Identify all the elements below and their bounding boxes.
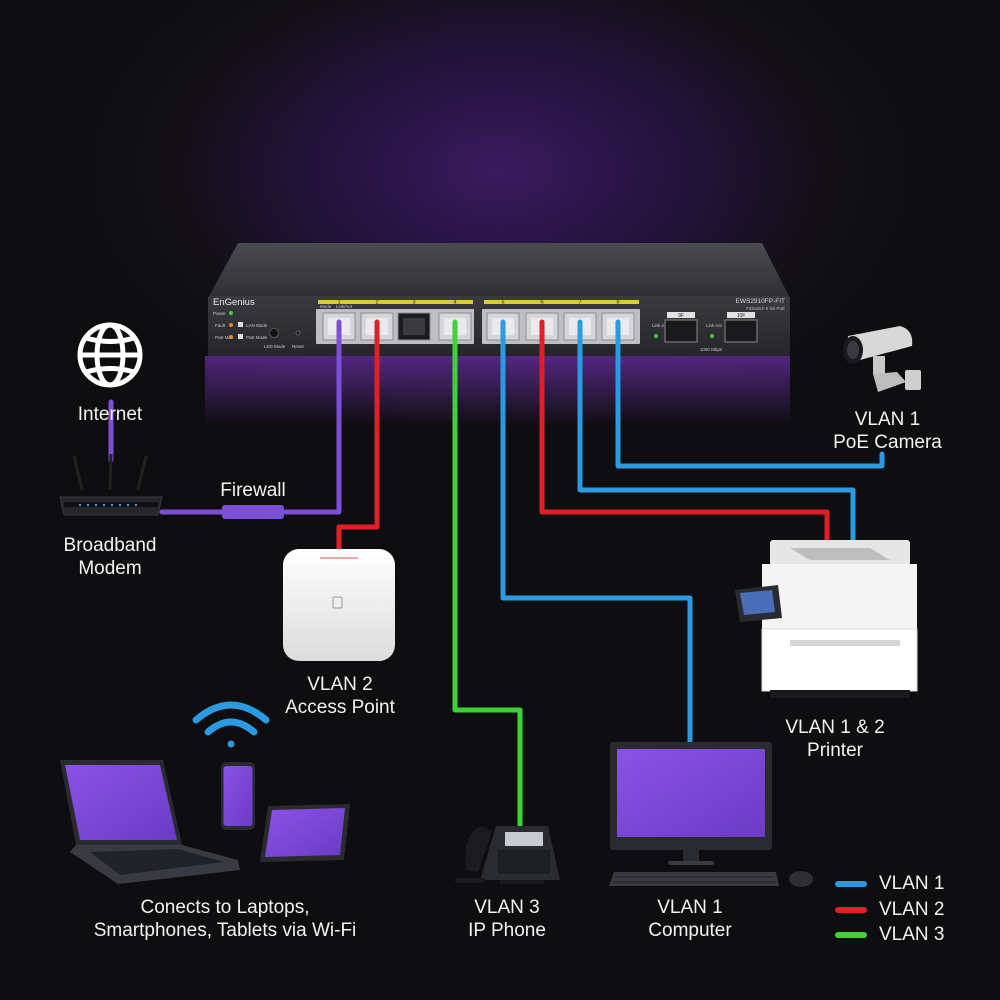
network-switch: EnGenius EWS2910FP-FIT FitSwitch 8 full … <box>208 243 790 356</box>
printer-label-line1: VLAN 1 & 2 <box>785 717 885 738</box>
poe-max-led <box>229 335 233 339</box>
cable-port4-ip-phone <box>452 319 523 829</box>
legend-swatch-vlan1 <box>835 881 867 887</box>
sfp9-label: 9F <box>678 313 684 319</box>
cable-port7-printer <box>577 319 856 543</box>
switch-model: EWS2910FP-FIT <box>736 298 786 305</box>
camera-icon <box>843 326 921 392</box>
modem-label-line2: Modem <box>78 558 142 579</box>
tablet-icon <box>260 804 350 862</box>
cable-firewall-port1 <box>281 319 342 515</box>
wifi-icon <box>192 701 270 748</box>
sfp10-led <box>710 334 714 338</box>
reset-button[interactable] <box>295 330 301 336</box>
laptop-icon <box>60 760 240 884</box>
internet-label: Internet <box>77 404 143 425</box>
lan-mode-label: LAN Mode <box>246 323 268 328</box>
sfp-speed-label: 1000 Mbps <box>700 347 723 352</box>
modem-label: Broadband Modem <box>30 534 190 580</box>
modem-label-line1: Broadband <box>63 535 157 556</box>
cables <box>108 319 885 829</box>
legend-label-vlan3: VLAN 3 <box>879 924 945 945</box>
ethernet-port-socket-3 <box>403 318 425 335</box>
sfp10-label-bg <box>727 312 755 318</box>
legend-swatch-vlan2 <box>835 907 867 913</box>
legend-item-vlan2: VLAN 2 <box>835 898 985 922</box>
smartphone-icon <box>221 762 255 830</box>
ip-phone-label: VLAN 3 IP Phone <box>447 896 567 942</box>
port-number-1: 1 <box>337 300 340 306</box>
port-number-8: 8 <box>616 300 619 306</box>
printer-label-line2: Printer <box>807 740 863 761</box>
computer-label-line1: VLAN 1 <box>657 897 723 918</box>
phone-icon <box>455 826 560 884</box>
camera-label-line1: VLAN 1 <box>854 409 921 430</box>
sfp-link-act-left: Link Act <box>652 323 669 328</box>
legend-label-vlan2: VLAN 2 <box>879 899 945 920</box>
sfp9-label-bg <box>667 312 695 318</box>
printer-label: VLAN 1 & 2 Printer <box>765 716 905 762</box>
power-led <box>229 311 233 315</box>
globe-icon <box>77 322 143 388</box>
port-number-4: 4 <box>453 300 456 306</box>
ip-phone-label-line2: IP Phone <box>468 920 546 941</box>
legend-label-vlan1: VLAN 1 <box>879 873 945 894</box>
port-number-5: 5 <box>501 300 504 306</box>
access-point-label-line2: Access Point <box>285 697 395 718</box>
port-strip-left <box>318 300 473 304</box>
wifi-clients-label-line2: Smartphones, Tablets via Wi-Fi <box>93 920 357 941</box>
printer-icon <box>735 540 918 698</box>
sfp-port-10[interactable] <box>724 319 758 343</box>
ip-phone-label-line1: VLAN 3 <box>474 897 540 918</box>
wifi-clients-label-line1: Conects to Laptops, <box>140 897 310 918</box>
switch-reflection <box>205 356 790 426</box>
reset-label: Reset <box>292 344 305 349</box>
monitor-icon <box>609 742 813 887</box>
access-point-label: VLAN 2 Access Point <box>255 673 425 719</box>
port-bank-right <box>482 309 640 344</box>
computer-label-line2: Computer <box>648 920 732 941</box>
sfp9-led <box>654 334 658 338</box>
switch-brand: EnGenius <box>213 297 255 308</box>
lan-mode-led <box>238 322 243 327</box>
computer-label: VLAN 1 Computer <box>620 896 760 942</box>
port-number-6: 6 <box>540 300 543 306</box>
cable-port2-access-point <box>336 319 380 553</box>
sfp-link-act-right: Link Act <box>706 323 723 328</box>
link-act-label: Link/Act <box>336 304 353 309</box>
camera-label-line2: PoE Camera <box>833 432 942 453</box>
fault-label: Fault <box>215 323 226 328</box>
mode-label: Mode <box>320 304 332 309</box>
router-icon <box>59 453 163 516</box>
cable-port5-computer <box>500 319 693 745</box>
legend-item-vlan1: VLAN 1 <box>835 872 985 896</box>
cable-port6-printer <box>539 319 830 543</box>
port-number-7: 7 <box>578 300 581 306</box>
firewall-label: Firewall <box>220 480 286 501</box>
led-mode-label: LED Mode <box>264 344 286 349</box>
sfp10-label: 10F <box>737 313 746 319</box>
legend-swatch-vlan3 <box>835 932 867 938</box>
port-number-3: 3 <box>412 300 415 306</box>
poe-max-label: PoE Max <box>215 335 234 340</box>
poe-mode-label: PoE Mode <box>246 335 268 340</box>
power-label: Power <box>213 311 226 316</box>
access-point-icon <box>283 549 395 661</box>
firewall-device <box>222 505 284 519</box>
fault-led <box>229 323 233 327</box>
legend-item-vlan3: VLAN 3 <box>835 923 985 947</box>
access-point-label-line1: VLAN 2 <box>307 674 373 695</box>
sfp-port-9[interactable] <box>664 319 698 343</box>
poe-mode-led <box>238 334 243 339</box>
switch-subtitle: FitSwitch 8 full PoE <box>746 306 785 311</box>
port-strip-right <box>484 300 639 304</box>
wifi-clients-label: Conects to Laptops, Smartphones, Tablets… <box>60 896 390 942</box>
cable-port8-camera <box>615 319 885 469</box>
camera-label: VLAN 1 PoE Camera <box>815 408 960 454</box>
led-mode-button[interactable] <box>269 328 279 338</box>
port-number-2: 2 <box>375 300 378 306</box>
